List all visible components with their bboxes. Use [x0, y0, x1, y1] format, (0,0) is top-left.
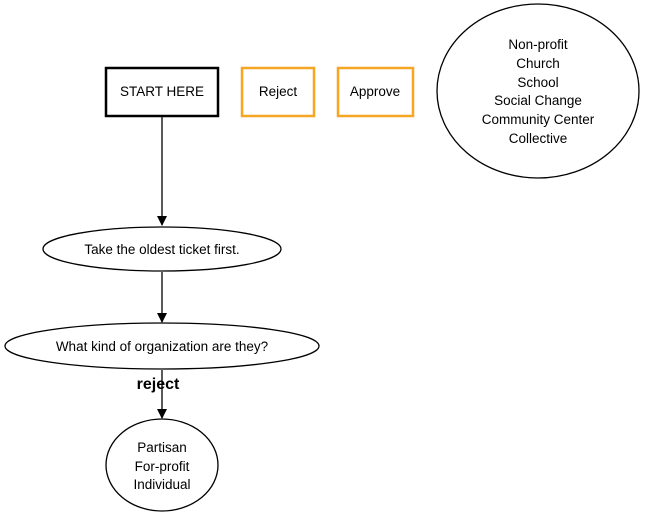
- approve-type-label: Community Center: [482, 112, 595, 127]
- reject-box: [240, 66, 316, 118]
- approve-box: [336, 66, 415, 118]
- org-question-label: What kind of organization are they?: [56, 339, 268, 354]
- reject-node: Reject: [240, 66, 316, 118]
- approve-type-label: Non-profit: [508, 37, 568, 52]
- reject-label: Reject: [259, 84, 298, 99]
- reject-type-label: Individual: [133, 477, 190, 492]
- org-question-ellipse: [4, 322, 320, 370]
- edge-reject-label: reject: [137, 376, 180, 393]
- approve-type-label: Church: [516, 56, 560, 71]
- reject-type-label: Partisan: [137, 440, 187, 455]
- reject-type-label: For-profit: [135, 459, 190, 474]
- approve-type-label: Collective: [509, 131, 568, 146]
- approve-types-node: Non-profit Church School Social Change C…: [436, 3, 640, 179]
- approve-types-ellipse: [436, 3, 640, 179]
- oldest-ticket-label: Take the oldest ticket first.: [84, 242, 239, 257]
- reject-types-ellipse: [105, 418, 219, 512]
- approve-label: Approve: [350, 84, 400, 99]
- start-here-node: START HERE: [104, 66, 220, 118]
- approve-node: Approve: [336, 66, 415, 118]
- start-here-box: [104, 66, 220, 118]
- org-question-node: What kind of organization are they?: [4, 322, 320, 370]
- oldest-ticket-node: Take the oldest ticket first.: [42, 226, 282, 272]
- approve-type-label: Social Change: [494, 93, 582, 108]
- start-here-label: START HERE: [120, 84, 204, 99]
- approve-type-label: School: [517, 75, 558, 90]
- oldest-ticket-ellipse: [42, 226, 282, 272]
- reject-types-node: Partisan For-profit Individual: [105, 418, 219, 512]
